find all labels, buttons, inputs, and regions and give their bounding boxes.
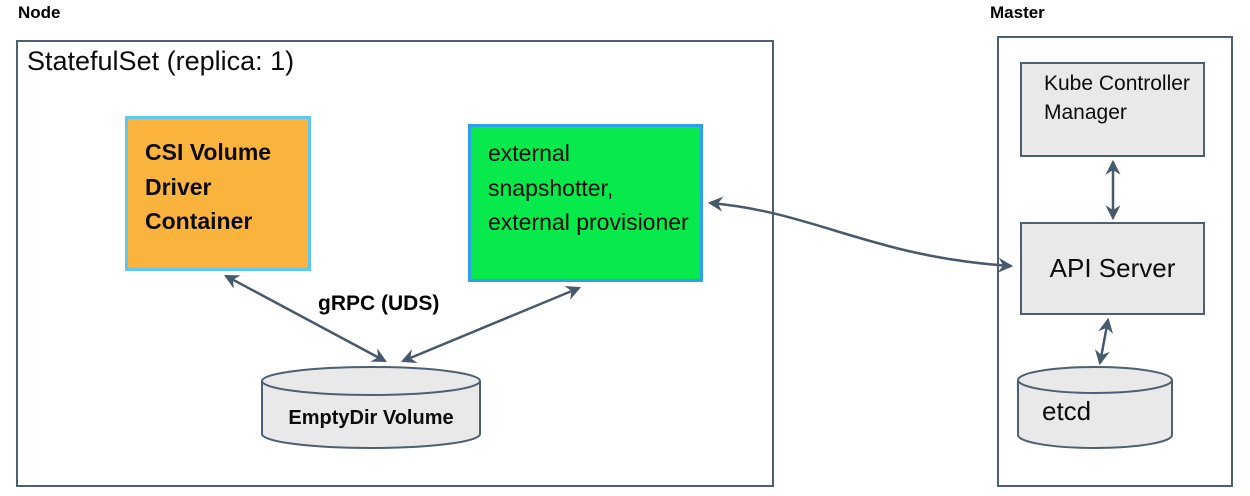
master-zone-label: Master	[990, 3, 1045, 22]
emptydir-volume-label: EmptyDir Volume	[288, 407, 454, 429]
node-zone-label: Node	[18, 3, 61, 22]
api-server-label: API Server	[1049, 253, 1176, 283]
grpc-uds-label: gRPC (UDS)	[318, 292, 440, 315]
etcd-label: etcd	[1042, 396, 1092, 426]
csi-volume-driver-container-box: CSI Volume Driver Container	[125, 116, 311, 271]
kube-controller-manager-box: Kube Controller Manager	[1020, 62, 1205, 157]
external-snapshotter-provisioner-box: external snapshotter, external provision…	[468, 124, 703, 282]
statefulset-title: StatefulSet (replica: 1)	[27, 46, 295, 76]
api-server-box: API Server	[1020, 222, 1205, 315]
